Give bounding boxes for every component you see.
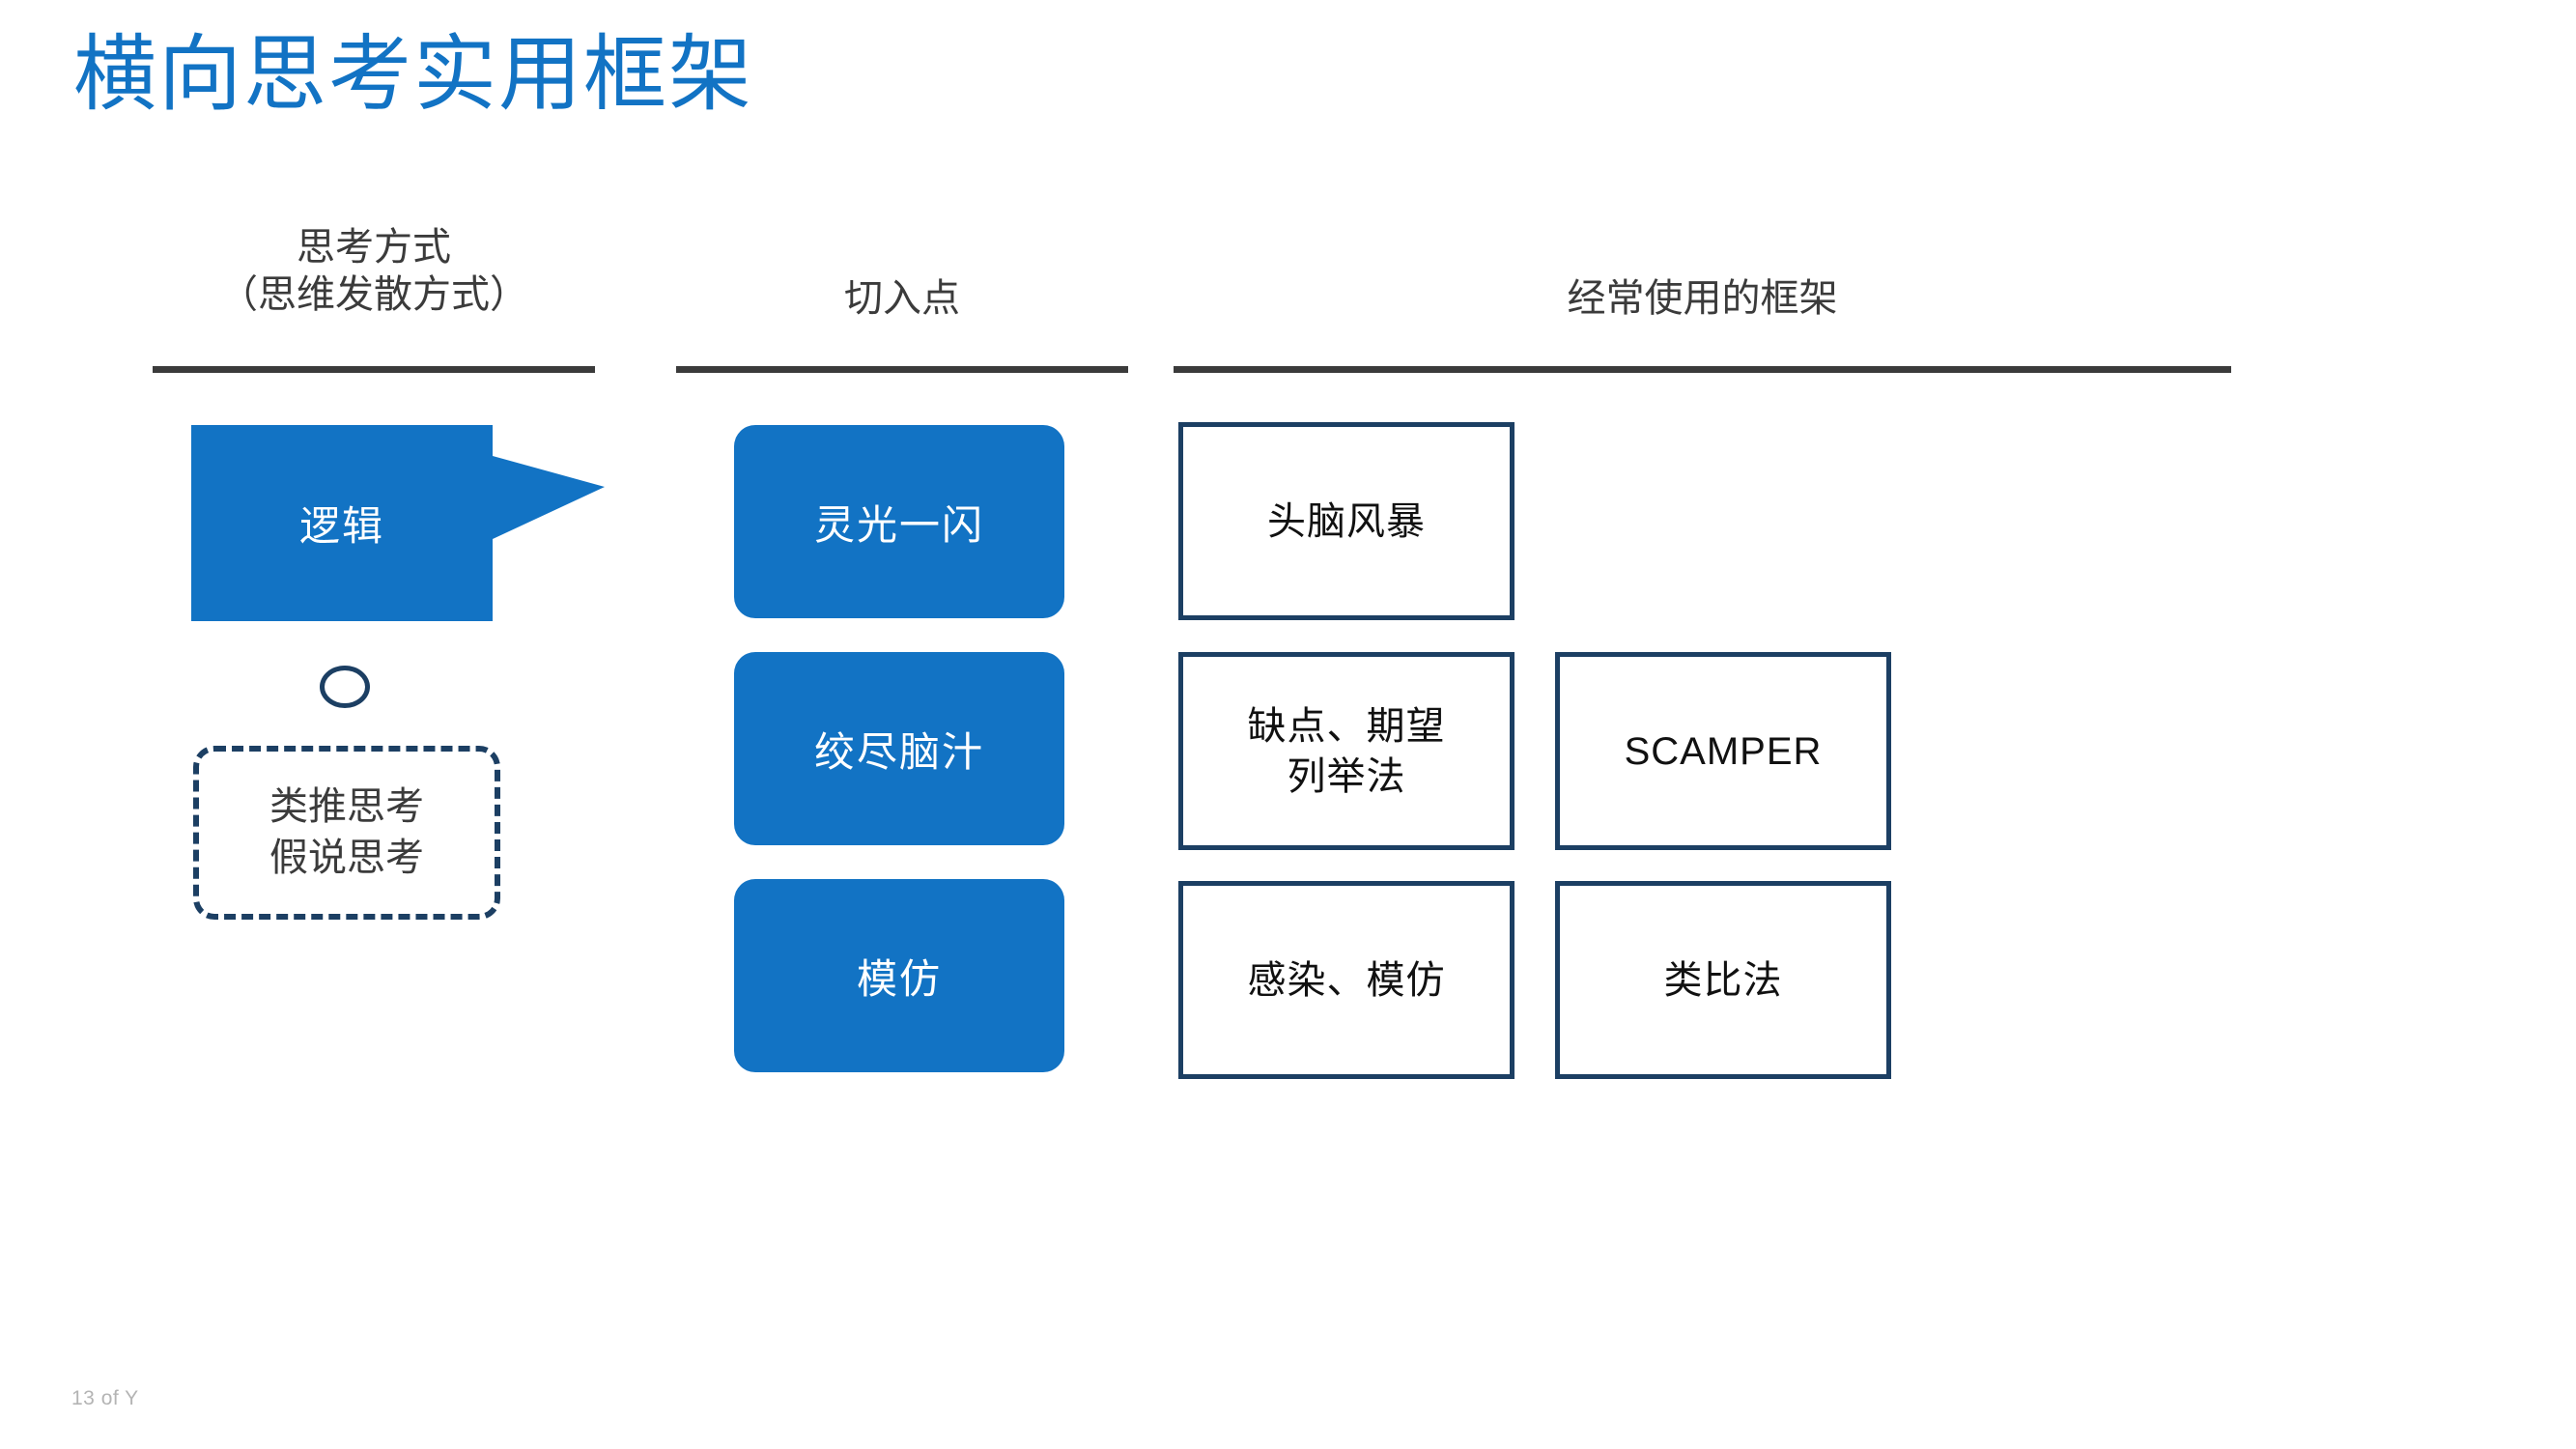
page-title: 横向思考实用框架 bbox=[73, 28, 753, 121]
column-rule-thinking-modes bbox=[153, 366, 595, 373]
framework-label-line1: 头脑风暴 bbox=[1267, 499, 1426, 543]
framework-label-line1: 感染、模仿 bbox=[1247, 958, 1446, 1002]
framework-label-line1: SCAMPER bbox=[1624, 729, 1823, 773]
column-rule-frameworks bbox=[1174, 366, 2231, 373]
entry-point-label: 绞尽脑汁 bbox=[813, 728, 984, 775]
entry-point-label: 灵光一闪 bbox=[813, 501, 984, 548]
entry-point-box[interactable]: 绞尽脑汁 bbox=[734, 652, 1064, 845]
thinking-mode-dashed-line2: 假说思考 bbox=[269, 837, 424, 879]
column-header-thinking-modes: 思考方式 （思维发散方式） bbox=[153, 224, 595, 319]
column-header-entry-points: 切入点 bbox=[676, 275, 1128, 323]
thinking-mode-logic-bubble[interactable]: 逻辑 bbox=[191, 425, 605, 621]
framework-box[interactable]: SCAMPER bbox=[1555, 652, 1891, 850]
framework-box[interactable]: 头脑风暴 bbox=[1178, 422, 1514, 620]
framework-label-line1: 类比法 bbox=[1663, 958, 1783, 1002]
column-header-line1: 经常使用的框架 bbox=[1567, 277, 1838, 320]
framework-box[interactable]: 类比法 bbox=[1555, 881, 1891, 1079]
framework-box[interactable]: 缺点、期望 列举法 bbox=[1178, 652, 1514, 850]
framework-box[interactable]: 感染、模仿 bbox=[1178, 881, 1514, 1079]
speech-bubble-shape bbox=[191, 425, 605, 621]
column-rule-entry-points bbox=[676, 366, 1128, 373]
slide-number: 13 of Y bbox=[71, 1387, 139, 1409]
thinking-mode-dashed-line1: 类推思考 bbox=[269, 785, 424, 829]
framework-label-line1: 缺点、期望 bbox=[1247, 704, 1446, 748]
column-header-line2: （思维发散方式） bbox=[219, 272, 528, 316]
column-header-line1: 切入点 bbox=[844, 277, 960, 320]
entry-point-box[interactable]: 灵光一闪 bbox=[734, 425, 1064, 618]
entry-point-box[interactable]: 模仿 bbox=[734, 879, 1064, 1072]
column-header-frameworks: 经常使用的框架 bbox=[1174, 275, 2231, 323]
thinking-mode-dashed-box[interactable]: 类推思考 假说思考 bbox=[193, 746, 500, 920]
column-header-line1: 思考方式 bbox=[297, 226, 451, 269]
entry-point-label: 模仿 bbox=[856, 955, 942, 1002]
framework-label-line2: 列举法 bbox=[1287, 754, 1406, 798]
circle-icon bbox=[320, 666, 370, 708]
